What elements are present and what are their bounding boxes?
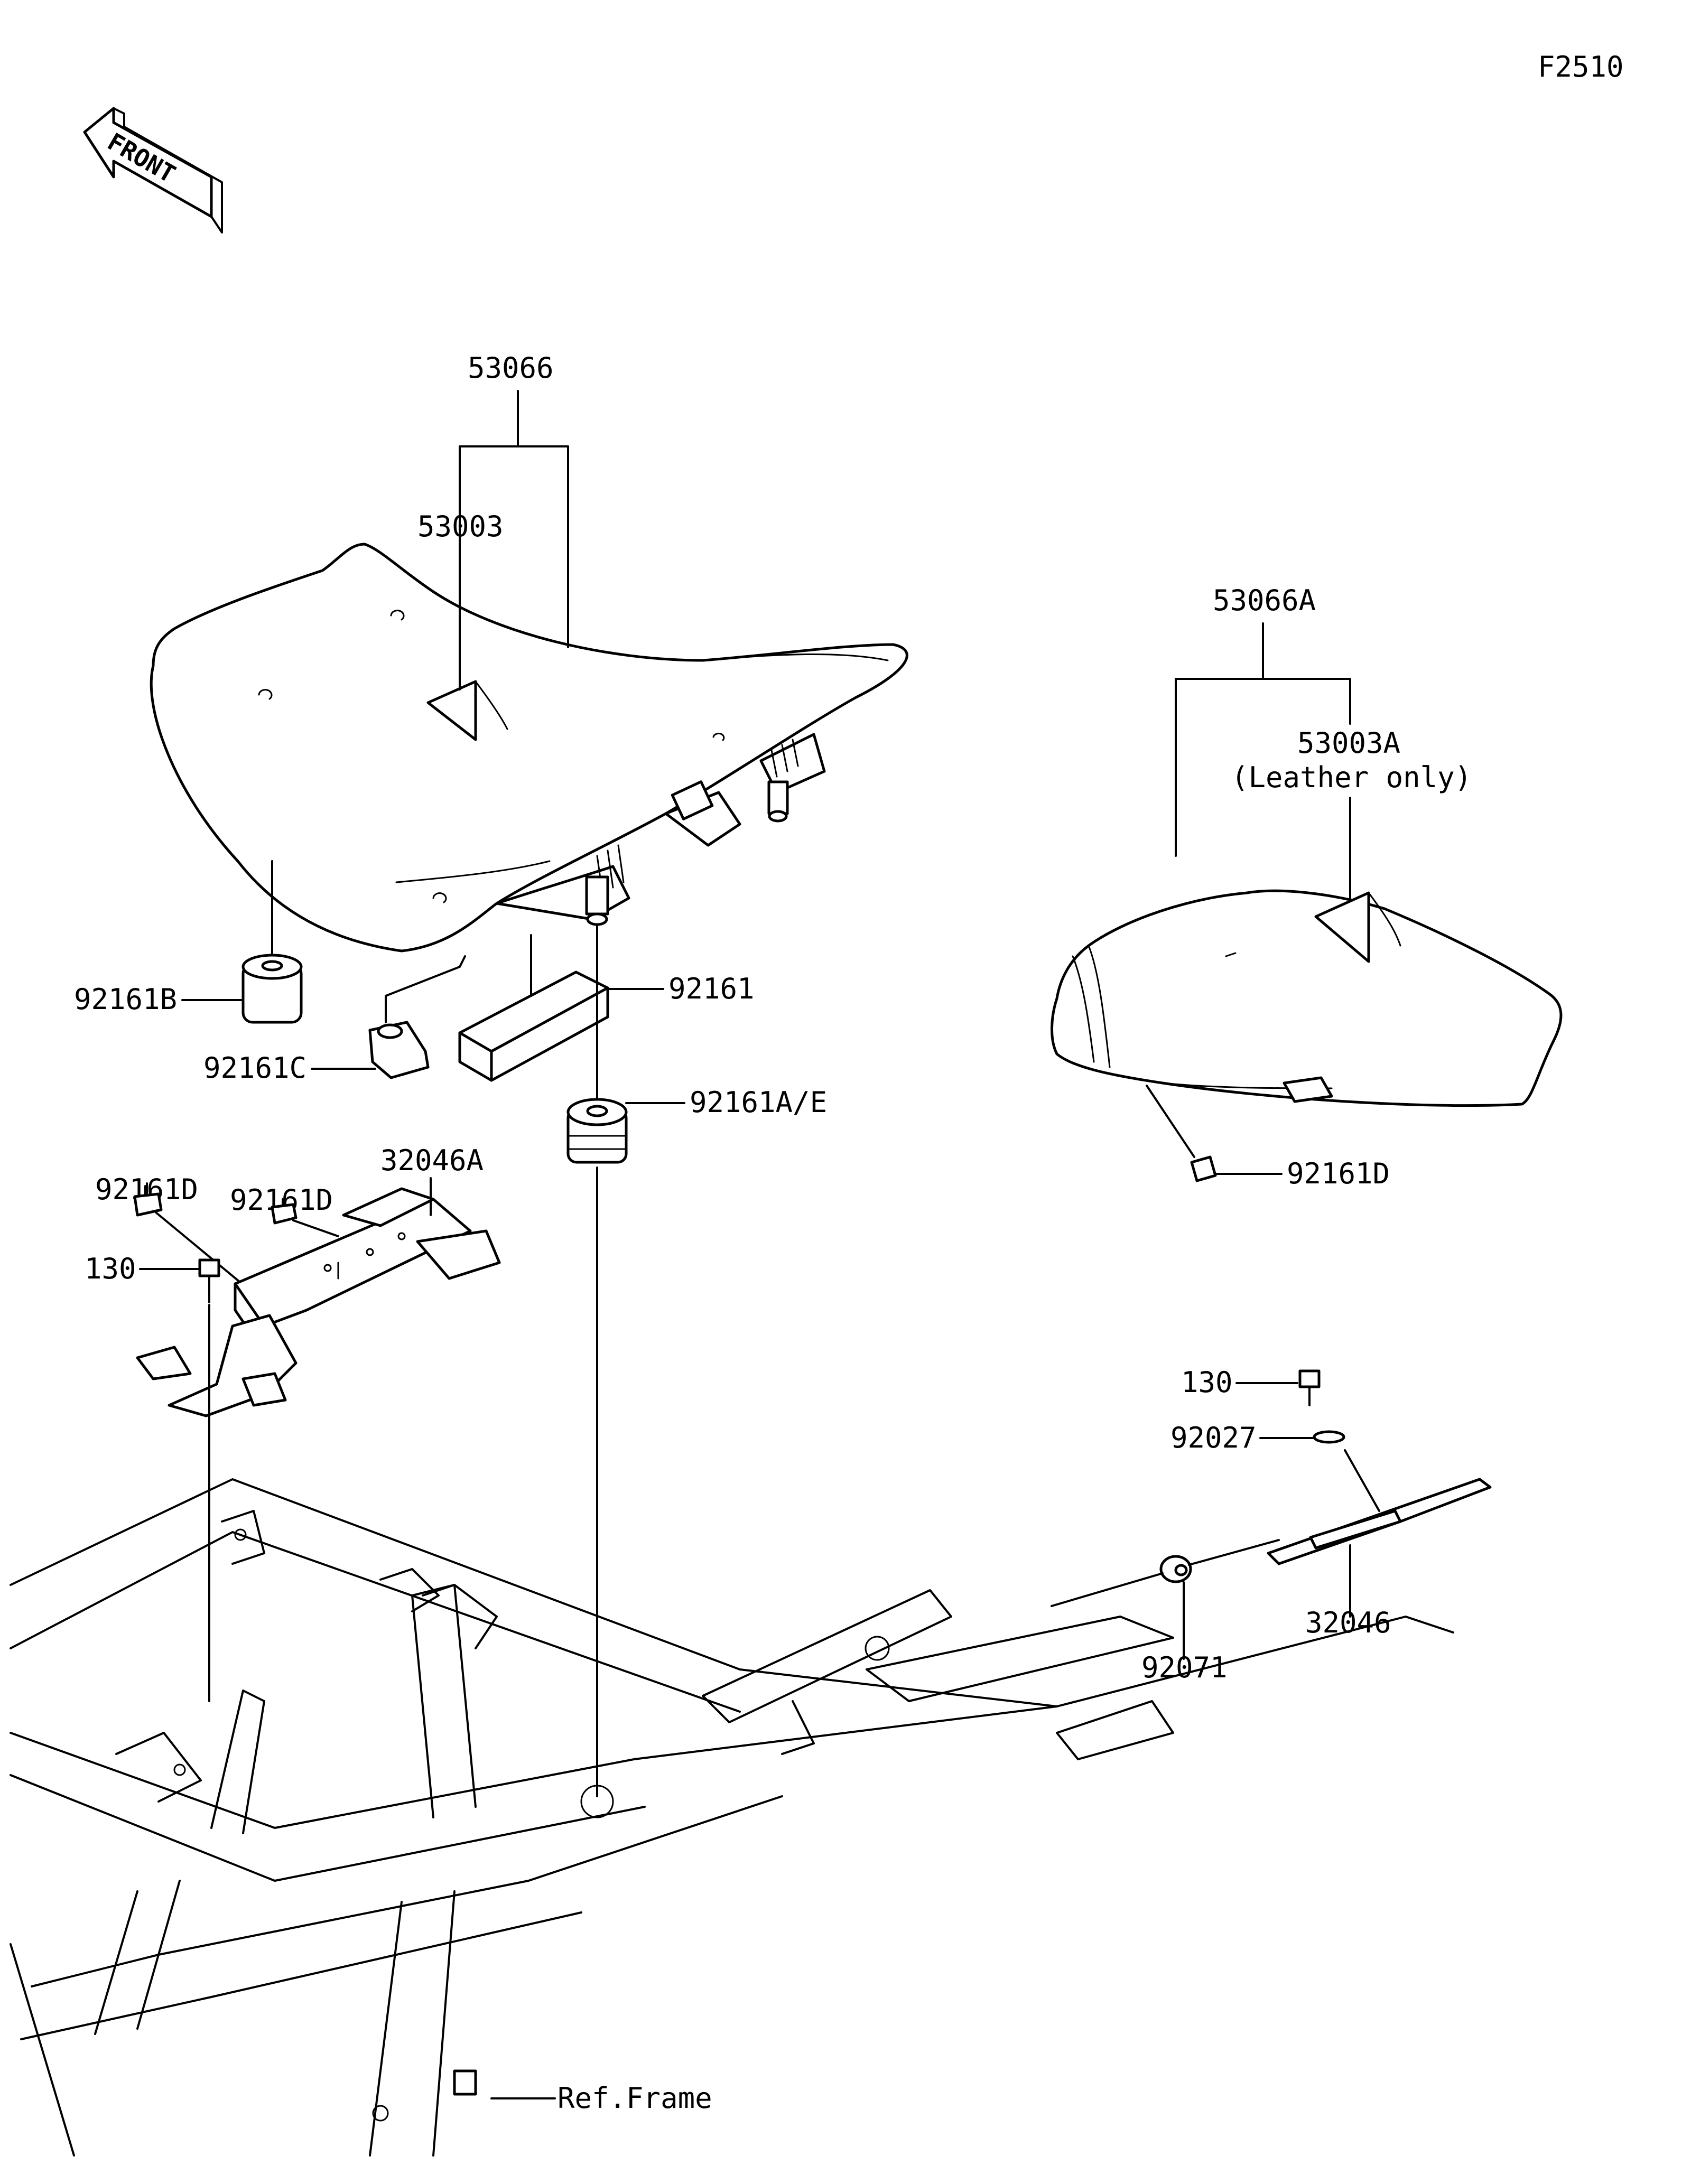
label-92161AE: 92161A/E <box>690 1086 827 1119</box>
rear-seat-53066A <box>1051 889 1563 1107</box>
part-32046A <box>136 1187 501 1417</box>
label-53066A: 53066A <box>1213 584 1316 617</box>
part-92161B <box>241 860 303 1024</box>
label-53003: 53003 <box>417 510 504 543</box>
ref-frame <box>10 1478 1454 2157</box>
figure-code: F2510 <box>1538 50 1624 83</box>
label-92027: 92027 <box>1170 1421 1257 1454</box>
front-arrow-icon: FRONT <box>83 107 223 234</box>
label-32046: 32046 <box>1305 1606 1391 1639</box>
label-92161D-right: 92161D <box>1287 1157 1390 1190</box>
part-92161 <box>458 934 609 1082</box>
part-130-left <box>198 1258 220 1702</box>
leader-53066A <box>1175 622 1351 899</box>
part-32046 <box>1267 1478 1492 1565</box>
label-53003A-note: (Leather only) <box>1231 761 1472 794</box>
label-92161C: 92161C <box>203 1051 306 1085</box>
label-53003A: 53003A <box>1297 726 1400 760</box>
part-130-right <box>1298 1369 1321 1406</box>
label-130-left: 130 <box>85 1252 136 1285</box>
part-92161D-right <box>1146 1085 1217 1182</box>
label-130-right: 130 <box>1181 1366 1233 1399</box>
front-seat-53066 <box>150 543 908 953</box>
label-53066: 53066 <box>468 351 554 385</box>
part-92071 <box>1051 1539 1280 1607</box>
label-32046A: 32046A <box>380 1144 484 1177</box>
label-ref-frame: Ref.Frame <box>558 2082 712 2115</box>
leader-53066 <box>459 390 569 690</box>
part-92161C <box>368 955 466 1079</box>
part-92027 <box>1313 1430 1345 1444</box>
part-92161D-mid <box>271 1198 339 1237</box>
part-92161D-left <box>133 1182 249 1290</box>
label-92161B: 92161B <box>74 983 177 1016</box>
part-92161AE <box>566 923 628 1797</box>
label-92161: 92161 <box>668 972 755 1005</box>
